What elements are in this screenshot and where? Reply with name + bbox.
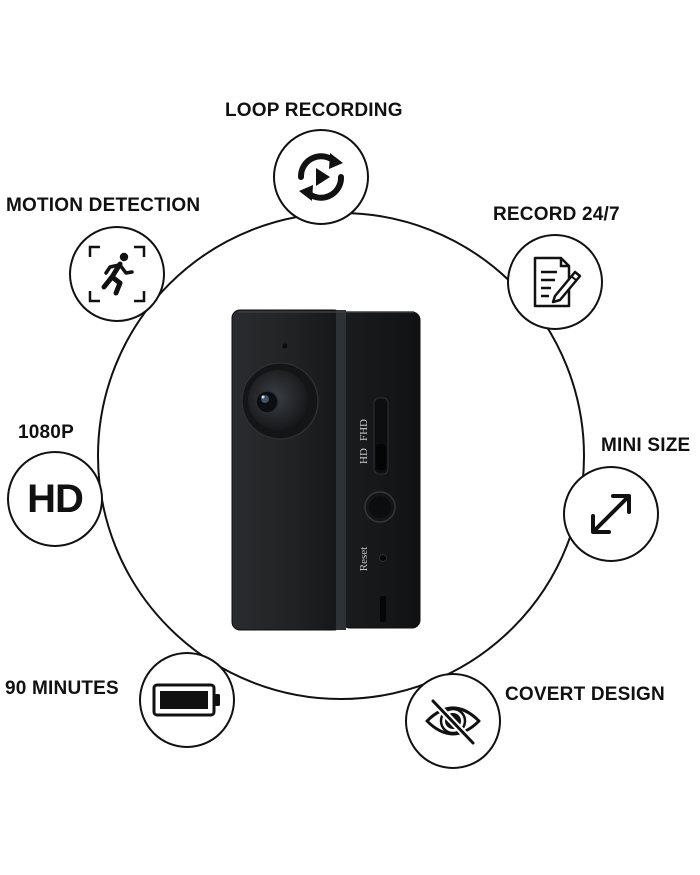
loop-recording-badge <box>273 129 369 225</box>
switch-hd-label: HD <box>358 448 370 464</box>
battery-badge <box>139 652 235 748</box>
loop-recording-label: LOOP RECORDING <box>225 100 403 121</box>
battery-label: 90 MINUTES <box>5 678 119 699</box>
document-pen-icon <box>533 256 582 308</box>
diagonal-arrow-icon <box>591 494 631 534</box>
record-247-label: RECORD 24/7 <box>493 204 620 225</box>
mini-camera-device: FHD HD Reset <box>231 309 421 631</box>
motion-detection-badge <box>69 226 165 322</box>
reset-label: Reset <box>358 547 370 571</box>
loop-play-icon <box>298 153 344 201</box>
resolution-badge: HD <box>7 451 103 547</box>
covert-design-badge <box>405 673 501 769</box>
record-247-badge <box>507 234 603 330</box>
hd-text-icon: HD <box>27 476 84 521</box>
mini-size-badge <box>563 466 659 562</box>
resolution-label: 1080P <box>18 422 74 443</box>
mini-size-label: MINI SIZE <box>601 435 691 456</box>
eye-slash-icon <box>425 697 481 747</box>
switch-fhd-label: FHD <box>358 419 370 441</box>
battery-icon <box>152 683 220 717</box>
covert-design-label: COVERT DESIGN <box>505 684 665 705</box>
motion-detection-label: MOTION DETECTION <box>6 195 201 216</box>
running-person-icon <box>88 245 146 303</box>
